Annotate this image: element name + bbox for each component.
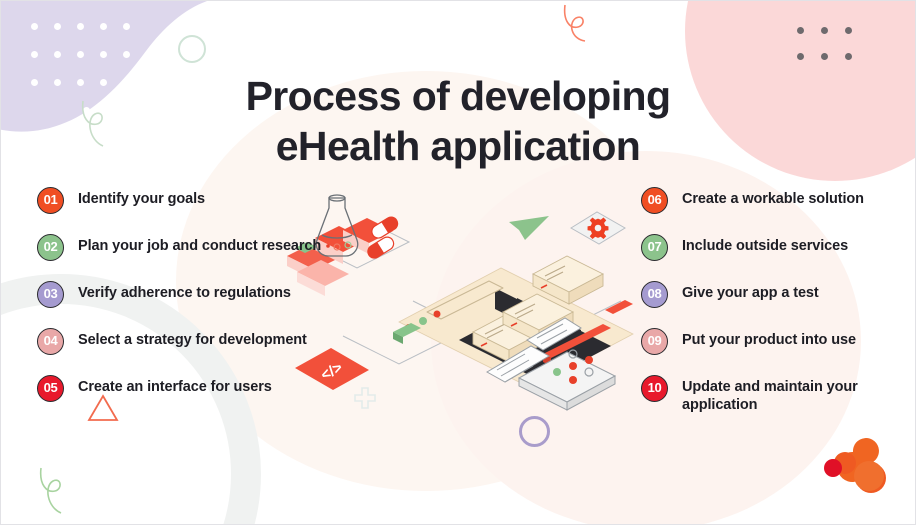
molecule-icon [824, 438, 886, 493]
step-label-07: Include outside services [682, 238, 849, 254]
step-badge-10: 10 [641, 375, 668, 402]
steps-list-left: 01 Identify your goals 02 Plan your job … [37, 187, 357, 422]
gear-icon [587, 217, 609, 239]
step-item-04[interactable]: 04 Select a strategy for development [37, 328, 357, 355]
step-item-09[interactable]: 09 Put your product into use [641, 328, 909, 355]
step-badge-02: 02 [37, 234, 64, 261]
step-badge-04: 04 [37, 328, 64, 355]
coral-squiggle-top [563, 4, 586, 42]
step-item-05[interactable]: 05 Create an interface for users [37, 375, 357, 402]
step-label-03: Verify adherence to regulations [78, 285, 291, 301]
page-title: Process of developing eHealth applicatio… [1, 71, 915, 171]
step-badge-08: 08 [641, 281, 668, 308]
step-label-06: Create a workable solution [682, 191, 864, 207]
step-label-05: Create an interface for users [78, 379, 272, 395]
green-ring-icon [178, 35, 206, 63]
step-label-09: Put your product into use [682, 332, 856, 348]
step-item-01[interactable]: 01 Identify your goals [37, 187, 357, 214]
step-badge-05: 05 [37, 375, 64, 402]
step-item-06[interactable]: 06 Create a workable solution [641, 187, 909, 214]
step-item-07[interactable]: 07 Include outside services [641, 234, 909, 261]
step-badge-06: 06 [641, 187, 668, 214]
title-line-2: eHealth application [275, 123, 641, 169]
step-label-04: Select a strategy for development [78, 332, 307, 348]
step-label-01: Identify your goals [78, 191, 206, 207]
green-squiggle-bottomleft [39, 467, 62, 514]
step-badge-09: 09 [641, 328, 668, 355]
step-item-02[interactable]: 02 Plan your job and conduct research [37, 234, 357, 261]
step-label-08: Give your app a test [682, 285, 819, 301]
step-item-03[interactable]: 03 Verify adherence to regulations [37, 281, 357, 308]
step-badge-07: 07 [641, 234, 668, 261]
step-badge-01: 01 [37, 187, 64, 214]
title-line-1: Process of developing [245, 73, 671, 119]
step-label-02: Plan your job and conduct research [78, 238, 322, 254]
step-item-08[interactable]: 08 Give your app a test [641, 281, 909, 308]
steps-list-right: 06 Create a workable solution 07 Include… [641, 187, 909, 434]
step-item-10[interactable]: 10 Update and maintain your application [641, 375, 909, 414]
step-badge-03: 03 [37, 281, 64, 308]
step-label-10: Update and maintain your application [682, 379, 858, 413]
gear-card [570, 211, 626, 245]
cursor-arrow-icon [509, 216, 549, 240]
